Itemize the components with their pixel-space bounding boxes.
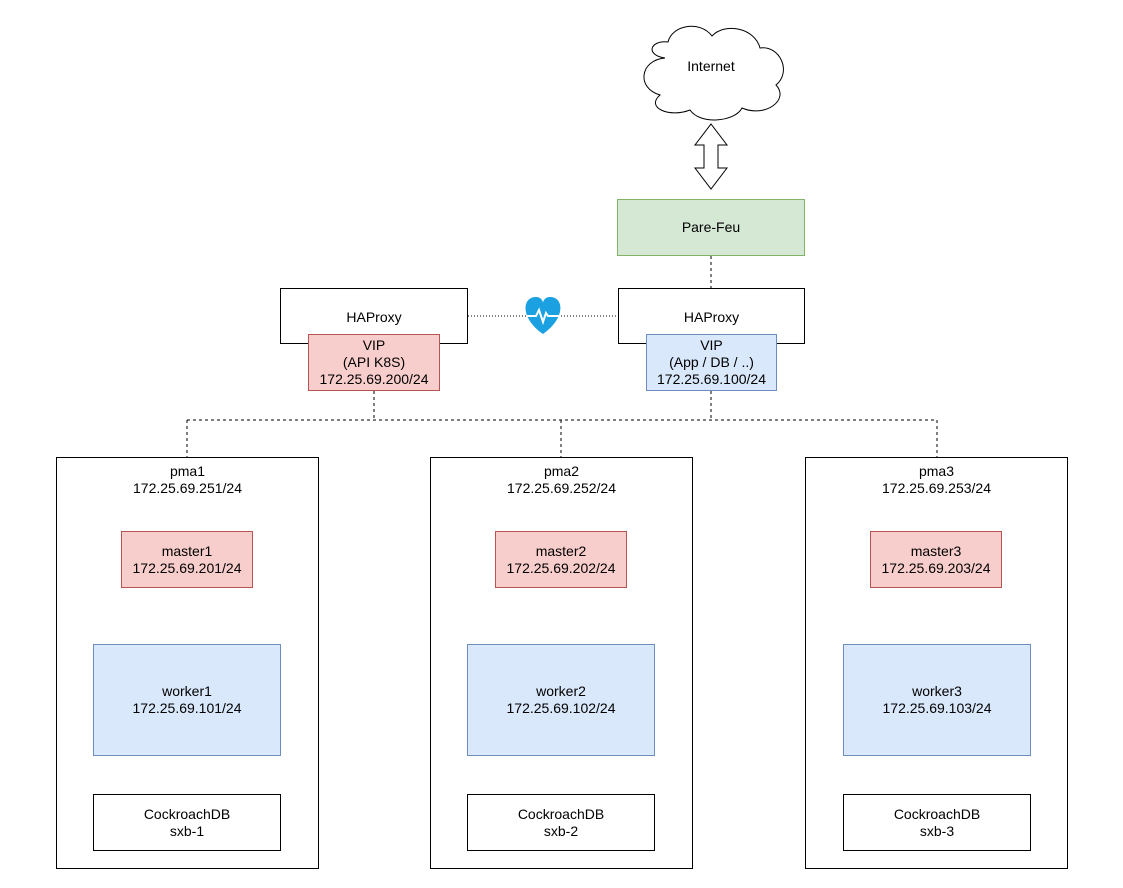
master-name: master2 [535,542,587,559]
master1-node[interactable]: master1 172.25.69.201/24 [121,531,253,588]
worker2-node[interactable]: worker2 172.25.69.102/24 [467,644,655,756]
host-ip: 172.25.69.252/24 [507,480,616,496]
db-name: CockroachDB [517,805,605,822]
firewall-label: Pare-Feu [681,219,741,235]
master-name: master1 [161,542,213,559]
master2-node[interactable]: master2 172.25.69.202/24 [495,531,627,588]
master-name: master3 [910,542,962,559]
firewall-node[interactable]: Pare-Feu [617,199,805,256]
db-name: CockroachDB [143,805,231,822]
worker-name: worker2 [536,683,586,699]
vip-left-ip: 172.25.69.200/24 [319,371,429,387]
cockroachdb-sxb-2-node[interactable]: CockroachDB sxb-2 [467,794,655,851]
vip-right-node[interactable]: VIP (App / DB / ..) 172.25.69.100/24 [646,334,777,391]
haproxy-left-label: HAProxy [346,309,402,325]
master-ip: 172.25.69.201/24 [132,559,242,576]
cockroachdb-sxb-1-node[interactable]: CockroachDB sxb-1 [93,794,281,851]
worker-ip: 172.25.69.101/24 [132,700,242,716]
db-id: sxb-3 [919,822,955,839]
internet-label: Internet [687,58,735,74]
master-ip: 172.25.69.202/24 [506,559,616,576]
vip-right-title: VIP [700,337,723,353]
master-ip: 172.25.69.203/24 [881,559,991,576]
host-name: pma2 [543,463,580,479]
db-name: CockroachDB [893,805,981,822]
worker-ip: 172.25.69.103/24 [882,700,992,716]
db-id: sxb-1 [169,822,205,839]
worker-ip: 172.25.69.102/24 [506,700,616,716]
master3-node[interactable]: master3 172.25.69.203/24 [870,531,1002,588]
host-name: pma3 [918,463,955,479]
db-id: sxb-2 [543,822,579,839]
vip-right-ip: 172.25.69.100/24 [657,371,766,387]
host-name: pma1 [169,463,206,479]
host-ip: 172.25.69.253/24 [882,480,991,496]
worker1-node[interactable]: worker1 172.25.69.101/24 [93,644,281,756]
vip-left-node[interactable]: VIP (API K8S) 172.25.69.200/24 [308,334,440,391]
vip-left-title: VIP [362,337,386,353]
haproxy-right-label: HAProxy [683,309,740,325]
worker-name: worker1 [162,683,212,699]
vip-right-purpose: (App / DB / ..) [669,354,754,370]
host-ip: 172.25.69.251/24 [133,480,242,496]
worker3-node[interactable]: worker3 172.25.69.103/24 [843,644,1031,756]
internet-firewall-double-arrow [693,123,729,190]
internet-cloud-shape [643,25,784,121]
heartbeat-icon [525,297,561,334]
worker-name: worker3 [912,683,962,699]
vip-left-purpose: (API K8S) [342,354,406,370]
cockroachdb-sxb-3-node[interactable]: CockroachDB sxb-3 [843,794,1031,851]
